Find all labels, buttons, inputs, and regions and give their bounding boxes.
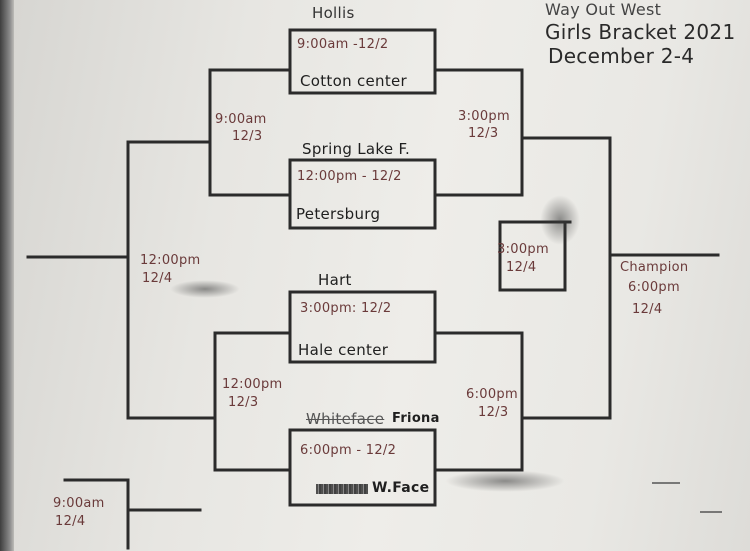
left-semi-top-bracket bbox=[208, 68, 292, 197]
left-semi-bottom-bracket bbox=[213, 331, 292, 472]
consolation-bracket bbox=[63, 478, 202, 550]
right-semi-bottom-time: 6:00pm bbox=[466, 387, 518, 402]
game2-time: 12:00pm - 12/2 bbox=[297, 169, 402, 184]
right-final-time: 3:00pm bbox=[497, 242, 549, 257]
left-final-date: 12/4 bbox=[142, 271, 173, 286]
consolation-date: 12/4 bbox=[55, 514, 86, 529]
game3-top-team: Hart bbox=[318, 271, 352, 289]
game2-box bbox=[288, 158, 437, 230]
header-line-3: December 2-4 bbox=[548, 44, 695, 68]
game4-time: 6:00pm - 12/2 bbox=[300, 443, 397, 458]
right-semi-top-time: 3:00pm bbox=[458, 109, 510, 124]
game1-bottom-team: Cotton center bbox=[300, 72, 408, 90]
game2-bottom-team: Petersburg bbox=[296, 205, 381, 223]
right-consolation-bracket bbox=[498, 220, 572, 292]
paper-edge-shadow bbox=[0, 0, 14, 551]
right-final-date: 12/4 bbox=[506, 260, 537, 275]
game3-bottom-team: Hale center bbox=[298, 341, 389, 359]
pencil-smudge bbox=[170, 280, 240, 298]
left-semi-top-date: 12/3 bbox=[232, 129, 263, 144]
game4-bottom-team: W.Face bbox=[372, 480, 430, 496]
header-line-2: Girls Bracket 2021 bbox=[545, 20, 736, 44]
game1-top-team: Hollis bbox=[312, 4, 355, 22]
champion-label: Champion bbox=[620, 260, 689, 275]
champion-time: 6:00pm bbox=[628, 280, 680, 295]
game1-box bbox=[288, 28, 437, 95]
game4-scribble bbox=[316, 484, 368, 494]
eraser-smudge bbox=[445, 470, 565, 492]
game3-box bbox=[288, 290, 437, 364]
eraser-smudge-2 bbox=[540, 195, 580, 245]
game4-crossed-out-team: Whiteface bbox=[306, 410, 385, 428]
game2-top-team: Spring Lake F. bbox=[302, 140, 411, 158]
game1-time: 9:00am -12/2 bbox=[297, 37, 389, 52]
champion-date: 12/4 bbox=[632, 302, 663, 317]
right-semi-bottom-date: 12/3 bbox=[478, 405, 509, 420]
game3-time: 3:00pm: 12/2 bbox=[300, 301, 392, 316]
right-final-bracket bbox=[520, 136, 612, 420]
left-final-bracket bbox=[126, 140, 217, 420]
right-semi-top-date: 12/3 bbox=[468, 126, 499, 141]
header-line-1: Way Out West bbox=[545, 0, 662, 19]
game4-top-team: Friona bbox=[392, 411, 440, 426]
left-semi-bottom-date: 12/3 bbox=[228, 395, 259, 410]
consolation-time: 9:00am bbox=[53, 496, 105, 511]
left-final-time: 12:00pm bbox=[140, 253, 201, 268]
game4-box bbox=[288, 428, 437, 507]
right-semi-top-bracket bbox=[433, 68, 524, 197]
left-semi-bottom-time: 12:00pm bbox=[222, 377, 283, 392]
left-semi-top-time: 9:00am bbox=[215, 112, 267, 127]
